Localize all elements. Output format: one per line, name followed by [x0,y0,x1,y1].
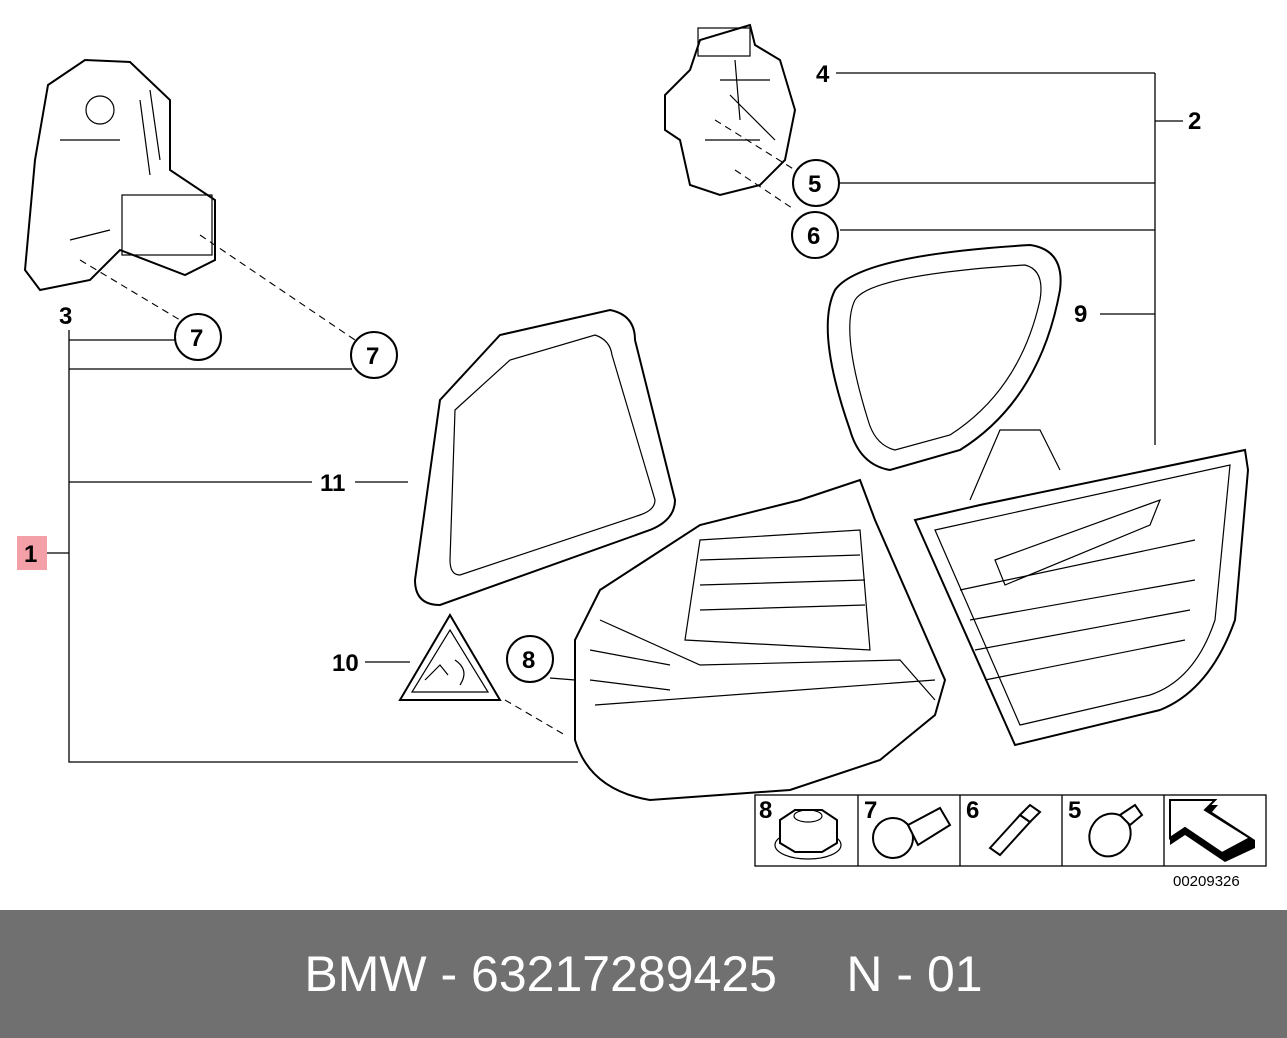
gasket-part-9 [826,243,1062,472]
bulb-wedge-icon [1088,803,1144,858]
legend-number-5: 5 [1068,797,1081,824]
callout-10[interactable]: 10 [332,650,359,677]
legend-box: 8 7 6 5 00209326 [754,794,1267,890]
callout-9[interactable]: 9 [1074,301,1087,328]
footer-suffix: N - 01 [846,946,983,1002]
tail-light-part-2 [913,429,1250,747]
callout-3[interactable]: 3 [59,303,72,330]
callout-circle-7b [350,331,398,379]
callout-circle-7a [174,313,222,361]
bulb-small-icon [988,803,1042,857]
legend-number-7: 7 [864,797,877,824]
footer-brand: BMW [304,946,427,1002]
callout-6[interactable]: 6 [807,223,820,250]
footer-gap [777,945,846,1003]
callout-circle-8 [506,635,554,683]
bulb-carrier-part-3 [23,58,356,341]
callout-8[interactable]: 8 [522,647,535,674]
highlight-box [17,536,47,570]
arrow-icon [1169,799,1255,862]
footer-part-number: 63217289425 [471,946,777,1002]
callout-4[interactable]: 4 [816,61,830,88]
callout-11[interactable]: 11 [320,470,345,497]
footer-bar: BMW - 63217289425 N - 01 [0,910,1287,1038]
gasket-part-11 [413,308,677,607]
bulb-ball-icon [872,806,952,859]
callout-circle-6 [791,211,839,259]
callout-circle-5 [792,159,840,207]
warning-label-part-10 [398,613,566,736]
legend-number-6: 6 [966,797,979,824]
footer-separator: - [426,946,472,1002]
tail-light-part-1 [574,478,947,802]
legend-number-8: 8 [759,797,772,824]
callout-2[interactable]: 2 [1188,108,1201,135]
callout-1[interactable]: 1 [24,541,37,568]
callout-5[interactable]: 5 [808,171,821,198]
parts-diagram: 1 2 3 4 5 6 7 7 8 9 10 11 8 7 6 5 [17,23,1267,890]
bulb-holder-part-4 [664,23,797,211]
diagram-code: 00209326 [1173,873,1240,890]
leader-lines [40,72,1183,763]
callout-7b[interactable]: 7 [366,343,379,370]
callout-7a[interactable]: 7 [190,325,203,352]
nut-icon [774,809,842,860]
